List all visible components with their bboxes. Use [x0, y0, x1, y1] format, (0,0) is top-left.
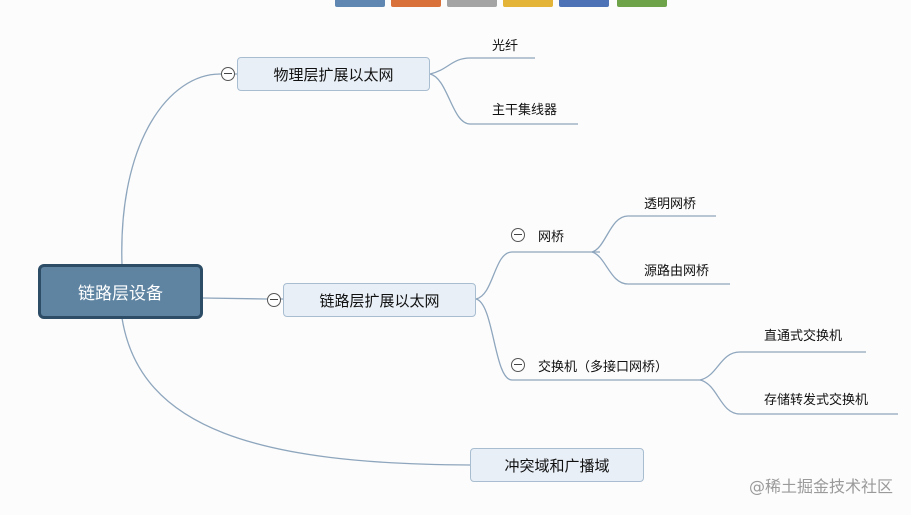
leaf-store-forward-switch[interactable]: 存储转发式交换机: [764, 388, 868, 408]
collapse-link-button[interactable]: [267, 293, 281, 307]
connector-bridge-transparent: [591, 215, 716, 253]
subtopic-switch-label: 交换机（多接口网桥）: [538, 359, 669, 375]
leaf-cut-through-switch[interactable]: 直通式交换机: [764, 324, 842, 344]
collapse-physical-button[interactable]: [221, 67, 235, 81]
leaf-transparent-bridge[interactable]: 透明网桥: [644, 192, 696, 212]
theme-swatch-blue[interactable]: [335, 0, 385, 7]
theme-swatch-darkblue[interactable]: [559, 0, 609, 7]
watermark: @稀土掘金技术社区: [748, 477, 893, 496]
subtopic-bridge[interactable]: 网桥: [538, 225, 564, 245]
topic-collision-broadcast[interactable]: 冲突域和广播域: [470, 448, 644, 482]
leaf-source-route-bridge[interactable]: 源路由网桥: [644, 259, 709, 279]
connector-link-switch: [475, 298, 700, 381]
connector-bridge-sourceroute: [591, 251, 730, 285]
leaf-source-route-bridge-label: 源路由网桥: [644, 263, 710, 279]
theme-swatch-gray[interactable]: [447, 0, 497, 7]
connector-link-bridge: [475, 251, 600, 300]
subtopic-bridge-label: 网桥: [538, 229, 565, 245]
leaf-fiber-label: 光纤: [492, 38, 519, 54]
topic-physical-ethernet[interactable]: 物理层扩展以太网: [237, 57, 430, 91]
leaf-backbone-hub[interactable]: 主干集线器: [492, 98, 557, 118]
theme-swatch-orange[interactable]: [391, 0, 441, 7]
topic-link-label: 链路层扩展以太网: [319, 291, 440, 310]
collapse-bridge-button[interactable]: [511, 228, 525, 242]
collapse-switch-button[interactable]: [511, 358, 525, 372]
root-node[interactable]: 链路层设备: [38, 264, 203, 319]
theme-swatch-green[interactable]: [617, 0, 667, 7]
connector-physical-fiber: [429, 57, 535, 75]
theme-swatch-yellow[interactable]: [503, 0, 553, 7]
leaf-fiber[interactable]: 光纤: [492, 34, 518, 54]
connector-root-collision: [121, 317, 471, 466]
root-node-label: 链路层设备: [78, 284, 163, 304]
connector-root-physical: [121, 73, 238, 266]
subtopic-switch[interactable]: 交换机（多接口网桥）: [538, 355, 668, 375]
leaf-store-forward-switch-label: 存储转发式交换机: [764, 392, 869, 408]
leaf-cut-through-switch-label: 直通式交换机: [764, 328, 843, 344]
topic-physical-label: 物理层扩展以太网: [273, 65, 394, 84]
topic-link-ethernet[interactable]: 链路层扩展以太网: [283, 283, 476, 317]
leaf-transparent-bridge-label: 透明网桥: [644, 196, 697, 212]
topic-collision-label: 冲突域和广播域: [504, 456, 610, 475]
connector-switch-cutthrough: [699, 351, 866, 381]
connector-switch-storeforward: [699, 379, 898, 415]
connector-physical-hub: [429, 73, 578, 125]
leaf-backbone-hub-label: 主干集线器: [492, 102, 558, 118]
